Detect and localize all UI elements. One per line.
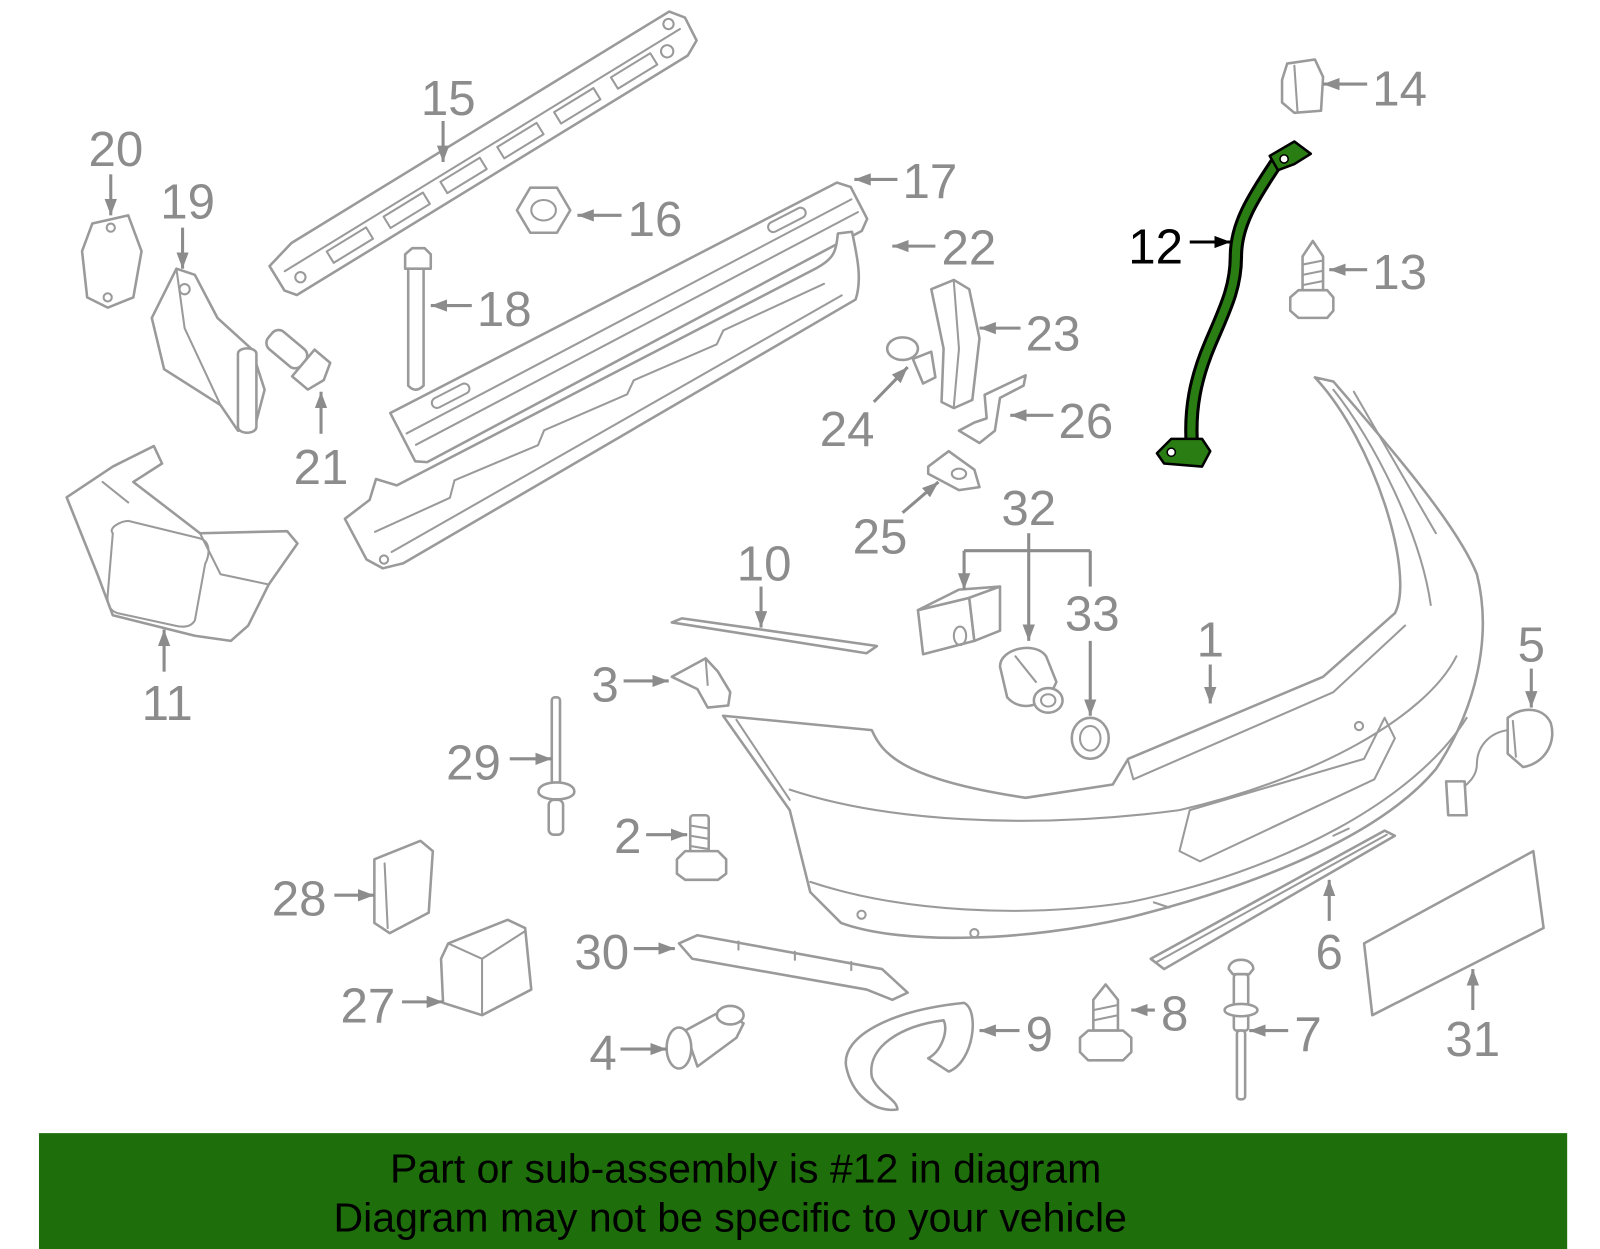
callout-16: 16 — [628, 192, 683, 247]
part-21-bolt — [265, 328, 332, 391]
banner-background — [38, 1133, 1568, 1249]
part-10-molding-strip — [670, 617, 879, 655]
part-25-clip — [926, 449, 981, 492]
part-24-push-clip — [885, 336, 937, 385]
callout-10: 10 — [737, 536, 792, 591]
callout-21: 21 — [294, 440, 349, 495]
callout-15: 15 — [421, 71, 476, 126]
leader-32-bracket — [957, 533, 1092, 641]
callout-29: 29 — [446, 735, 501, 790]
part-20-gasket — [80, 214, 143, 309]
callout-9: 9 — [1026, 1007, 1053, 1062]
part-5-sensor-harness — [1444, 708, 1554, 817]
part-22-lower-absorber — [343, 230, 861, 570]
callout-28: 28 — [272, 872, 327, 927]
part-32-parking-sensor — [998, 646, 1064, 714]
callout-18: 18 — [477, 282, 532, 337]
part-18-bolt — [403, 246, 433, 391]
part-23-trim — [929, 278, 981, 410]
part-2-screw — [675, 813, 728, 882]
leader-24 — [872, 366, 909, 404]
part-1-bumper-cover — [721, 376, 1485, 940]
part-29-rivet — [537, 696, 576, 836]
callout-19: 19 — [160, 174, 215, 229]
part-33-sensor-ring — [1070, 716, 1110, 761]
callout-20: 20 — [89, 122, 144, 177]
callout-11: 11 — [142, 676, 193, 731]
part-27-cap — [439, 918, 533, 1017]
callout-4: 4 — [589, 1026, 616, 1081]
banner-line-2: Diagram may not be specific to your vehi… — [334, 1195, 1127, 1241]
callout-6: 6 — [1316, 925, 1343, 980]
part-8-screw — [1078, 983, 1133, 1062]
callout-3: 3 — [591, 657, 618, 712]
part-7-rivet — [1223, 958, 1259, 1101]
leader-lines — [104, 77, 1538, 1056]
callout-30: 30 — [574, 925, 629, 980]
part-6-strip — [1149, 829, 1397, 971]
part-11-side-bracket — [65, 444, 299, 643]
part-4-clip — [665, 1004, 745, 1070]
callout-5: 5 — [1518, 617, 1545, 672]
callout-13: 13 — [1372, 245, 1427, 300]
part-17-impact-bar — [389, 181, 869, 464]
info-banner: Part or sub-assembly is #12 in diagram D… — [38, 1133, 1568, 1249]
callout-25: 25 — [853, 510, 908, 565]
part-32-sensor-bracket — [916, 585, 1002, 656]
callout-labels: 1 2 3 4 5 6 7 8 9 10 11 12 13 14 15 16 1… — [89, 62, 1545, 1081]
callout-31: 31 — [1445, 1012, 1500, 1067]
callout-24: 24 — [820, 402, 875, 457]
callout-33: 33 — [1065, 587, 1120, 642]
leader-25 — [901, 480, 940, 514]
part-15-reinforcement-bar — [268, 10, 698, 297]
part-28-cap — [373, 839, 435, 935]
callout-1: 1 — [1197, 612, 1224, 667]
part-16-nut — [515, 186, 572, 235]
callout-8: 8 — [1161, 987, 1188, 1042]
part-9-retainer-loop — [844, 1001, 974, 1111]
callout-26: 26 — [1058, 394, 1113, 449]
part-19-mount-bracket — [150, 267, 266, 435]
callout-7: 7 — [1294, 1007, 1321, 1062]
callout-17: 17 — [903, 154, 958, 209]
part-31-plate — [1362, 849, 1545, 1017]
part-3-bracket — [670, 657, 732, 709]
part-13-screw — [1288, 239, 1335, 320]
callout-22: 22 — [942, 221, 997, 276]
part-30-trim-strip — [677, 933, 909, 1002]
callout-27: 27 — [341, 978, 396, 1033]
callout-23: 23 — [1026, 307, 1081, 362]
callout-14: 14 — [1372, 62, 1427, 117]
callout-12: 12 — [1128, 220, 1183, 275]
callout-2: 2 — [614, 809, 641, 864]
part-12-support-bracket-highlighted — [1155, 140, 1313, 468]
banner-line-1: Part or sub-assembly is #12 in diagram — [390, 1145, 1101, 1191]
part-26-bracket — [957, 374, 1027, 445]
callout-32: 32 — [1001, 481, 1056, 536]
part-14-clip — [1280, 58, 1325, 115]
